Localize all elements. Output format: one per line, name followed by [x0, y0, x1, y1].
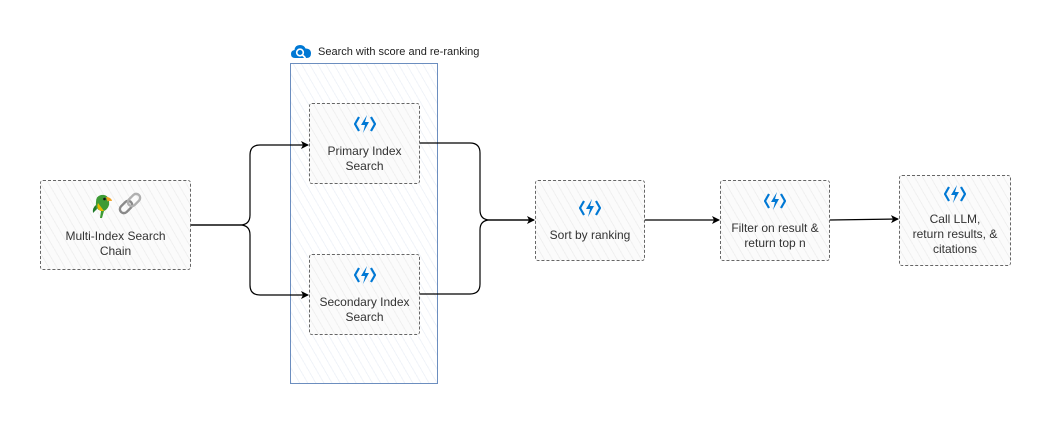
- filter-top-n-node[interactable]: Filter on result & return top n: [720, 180, 830, 261]
- node-label: Secondary Index Search: [319, 294, 410, 324]
- cloud-search-icon: [290, 42, 312, 63]
- sort-by-ranking-node[interactable]: Sort by ranking: [535, 180, 645, 261]
- group-title-text: Search with score and re-ranking: [318, 46, 480, 58]
- call-llm-node[interactable]: Call LLM, return results, & citations: [899, 175, 1011, 266]
- multi-index-search-chain-node[interactable]: Multi-Index Search Chain: [40, 180, 191, 270]
- group-title: Search with score and re-ranking: [290, 42, 479, 62]
- node-label: Sort by ranking: [549, 228, 631, 242]
- azure-function-icon: [578, 198, 602, 222]
- secondary-index-search-node[interactable]: Secondary Index Search: [309, 254, 420, 335]
- chain-link-icon: [117, 191, 143, 223]
- node-label: Filter on result & return top n: [731, 220, 819, 250]
- node-label: Multi-Index Search Chain: [65, 229, 166, 258]
- parrot-icon: [89, 191, 115, 223]
- azure-function-icon: [353, 114, 376, 138]
- primary-index-search-node[interactable]: Primary Index Search: [309, 103, 420, 184]
- azure-function-icon: [763, 191, 787, 215]
- node-label: Call LLM, return results, & citations: [912, 212, 998, 256]
- azure-function-icon: [943, 184, 967, 208]
- chain-icons: [89, 191, 143, 223]
- node-label: Primary Index Search: [327, 143, 402, 173]
- azure-function-icon: [353, 265, 376, 289]
- edge-filter-to-llm: [829, 215, 899, 224]
